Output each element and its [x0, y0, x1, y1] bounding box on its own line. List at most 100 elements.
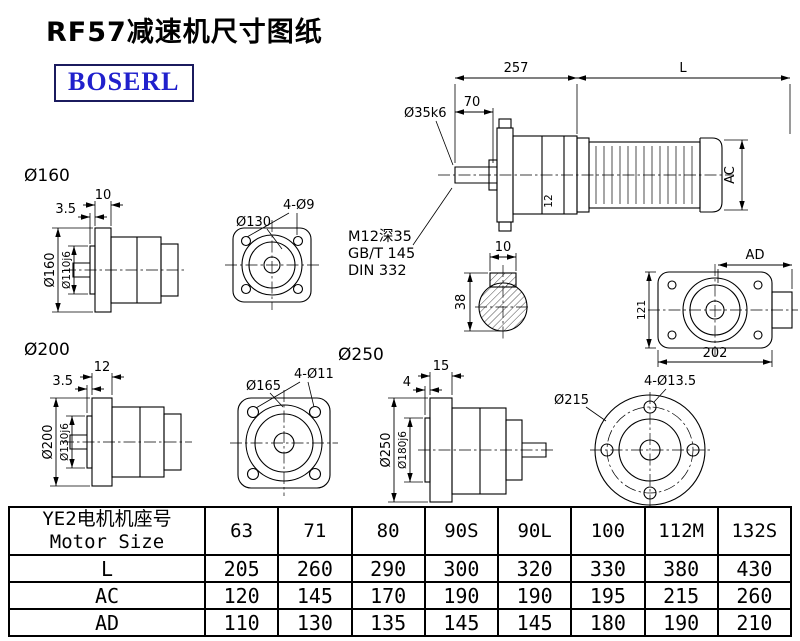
dim-shaft-dia-text: Ø35k6: [404, 106, 447, 121]
dim-dia160-text: Ø160: [43, 252, 58, 287]
table-cell: 260: [716, 581, 793, 610]
size-column-header: 100: [570, 506, 646, 556]
dim-12-text: 12: [94, 360, 111, 375]
flange-circles: [245, 404, 323, 482]
size-column-header: 63: [203, 506, 280, 556]
boserl-logo: BOSERL: [54, 64, 194, 102]
flange-200-side-view: Ø200 12 3.5: [24, 340, 192, 487]
dim-202-text: 202: [703, 346, 728, 361]
table-cell: 380: [643, 554, 719, 583]
table-cell: 145: [496, 608, 573, 637]
size-column-header: 90L: [496, 506, 573, 556]
flange-160-label: Ø160: [24, 166, 70, 186]
dim-3-5-text: 3.5: [55, 202, 76, 217]
reducer-outline: [72, 227, 179, 313]
row-label: L: [8, 554, 206, 583]
dim-dia200-text: Ø200: [41, 424, 56, 459]
dim-ad: AD: [717, 248, 793, 289]
table-cell: 215: [643, 581, 719, 610]
dim-4: 4: [403, 375, 442, 415]
table-row-ad: AD 110 130 135 145 145 180 190 210: [8, 608, 793, 637]
table-cell: 190: [643, 608, 719, 637]
dim-4-text: 4: [403, 375, 411, 390]
table-row-l: L 205 260 290 300 320 330 380 430: [8, 554, 793, 583]
size-column-header: 132S: [716, 506, 793, 556]
dim-ad-text: AD: [746, 248, 765, 263]
table-cell: 260: [277, 554, 353, 583]
dim-dia-180: Ø180j6: [397, 417, 423, 483]
motor-size-header: YE2电机机座号 Motor Size: [8, 506, 206, 556]
dim-38-text: 38: [454, 294, 469, 311]
flange-200-label: Ø200: [24, 340, 70, 360]
dim-holes-text: 4-Ø11: [294, 367, 334, 382]
table-cell: 190: [423, 581, 500, 610]
dim-70-text: 70: [464, 95, 481, 110]
table-row-ac: AC 120 145 170 190 190 195 215 260: [8, 581, 793, 610]
dim-motor-length-l: L: [577, 61, 791, 134]
dim-bolt-holes: 4-Ø13.5: [644, 374, 696, 403]
dim-3-5: 3.5: [52, 374, 104, 413]
dim-257-text: 257: [504, 61, 529, 76]
shaft-key-section-view: 10 38: [454, 240, 531, 339]
shaft-thread-note: M12深35 GB/T 145 DIN 332: [348, 187, 453, 279]
dim-12: 12: [80, 360, 124, 395]
technical-drawing: 257 L 70 Ø35k6 AC 12: [24, 61, 798, 507]
dim-dia180-text: Ø180j6: [397, 431, 409, 469]
fan-cowl-outline: [699, 137, 723, 213]
dim-key-width-10: 10: [489, 240, 517, 271]
bolt-holes: [246, 405, 322, 481]
bolt-circle-165-view: Ø165 4-Ø11: [230, 367, 338, 496]
dim-dia-165: Ø165: [246, 379, 284, 408]
dim-dia165-text: Ø165: [246, 379, 281, 394]
table-cell: 145: [423, 608, 500, 637]
table-cell: 300: [423, 554, 500, 583]
dim-dia-110: Ø110j6: [61, 245, 88, 295]
dim-ac: AC: [723, 139, 748, 211]
bolt-circle-130-view: Ø130 4-Ø9: [225, 198, 319, 310]
dim-shaft-diameter: Ø35k6: [404, 106, 454, 166]
dim-12-text: 12: [543, 194, 555, 207]
size-column-header: 80: [350, 506, 426, 556]
dim-ac-text: AC: [723, 166, 738, 184]
dim-dia215-text: Ø215: [554, 393, 589, 408]
dim-holes-text: 4-Ø9: [283, 198, 314, 213]
size-column-header: 112M: [643, 506, 719, 556]
dim-257: 257: [454, 61, 578, 163]
thread-note-line1: M12深35: [348, 228, 412, 245]
table-cell: 110: [203, 608, 280, 637]
table-header-row: YE2电机机座号 Motor Size 63 71 80 90S 90L 100…: [8, 506, 793, 556]
dim-bolt-holes: 4-Ø9: [246, 198, 314, 238]
dim-dia-200: Ø200: [41, 397, 90, 487]
dim-dia130-text: Ø130: [236, 215, 271, 230]
flange-circles: [682, 277, 748, 343]
table-cell: 135: [350, 608, 426, 637]
table-cell: 290: [350, 554, 426, 583]
dim-dia250-text: Ø250: [379, 432, 394, 467]
table-cell: 130: [277, 608, 353, 637]
reducer-outline: [69, 397, 182, 487]
bolt-holes: [600, 400, 700, 500]
flange-250-side-view: Ø250 15 4: [338, 345, 556, 503]
dim-holes-text: 4-Ø13.5: [644, 374, 696, 389]
table-cell: 145: [277, 581, 353, 610]
dim-10: 10: [83, 188, 123, 226]
dim-15-text: 15: [433, 359, 450, 374]
dim-dia-130: Ø130: [236, 215, 283, 250]
dim-key10-text: 10: [495, 240, 512, 255]
dim-dia-160: Ø160: [43, 227, 93, 313]
row-label: AD: [8, 608, 206, 637]
bolt-circle-215-view: Ø215 4-Ø13.5: [554, 374, 712, 507]
motor-cooling-fins: [595, 146, 693, 204]
table-cell: 320: [496, 554, 573, 583]
dim-3-5-text: 3.5: [52, 374, 73, 389]
bolt-holes: [667, 280, 763, 340]
motor-size-table: YE2电机机座号 Motor Size 63 71 80 90S 90L 100…: [8, 506, 793, 637]
thread-note-line3: DIN 332: [348, 263, 407, 279]
logo-text: BOSERL: [68, 67, 180, 96]
dim-bolt-holes: 4-Ø11: [255, 367, 334, 409]
table-cell: 430: [716, 554, 793, 583]
dim-121-text: 121: [636, 300, 648, 320]
table-cell: 120: [203, 581, 280, 610]
dim-dia130j6-text: Ø130j6: [59, 423, 71, 461]
